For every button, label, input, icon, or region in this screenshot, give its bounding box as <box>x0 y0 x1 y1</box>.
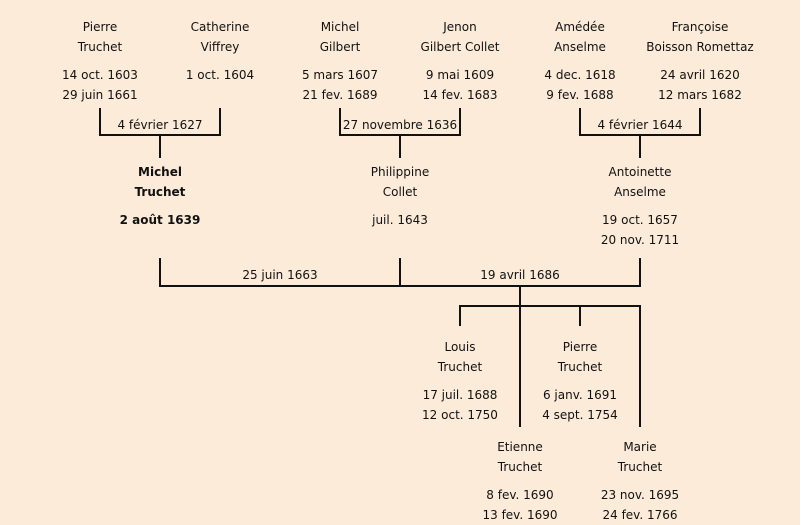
marriage-date: 4 février 1644 <box>597 118 683 132</box>
death-date: 14 fev. 1683 <box>422 88 498 102</box>
first-name: Catherine <box>190 20 250 34</box>
person-marie-truchet: Marie Truchet 23 nov. 1695 24 fev. 1766 <box>565 437 715 525</box>
death-date: 4 sept. 1754 <box>542 408 618 422</box>
last-name: Boisson Romettaz <box>646 40 754 54</box>
connector-line <box>159 134 161 158</box>
first-name: Amédée <box>555 20 605 34</box>
connector-line <box>519 285 521 427</box>
connector-line <box>639 134 641 158</box>
connector-line <box>459 108 461 136</box>
death-date: 21 fev. 1689 <box>302 88 378 102</box>
person-philippine-collet: Philippine Collet juil. 1643 <box>325 162 475 230</box>
last-name: Collet <box>382 185 418 199</box>
birth-date: 23 nov. 1695 <box>600 488 680 502</box>
birth-date: 6 janv. 1691 <box>542 388 618 402</box>
connector-line <box>579 305 581 326</box>
connector-line <box>159 258 161 287</box>
death-date: 13 fev. 1690 <box>482 508 558 522</box>
death-date: 20 nov. 1711 <box>600 233 680 247</box>
last-name: Gilbert Collet <box>420 40 500 54</box>
death-date: 24 fev. 1766 <box>602 508 678 522</box>
first-name: Michel <box>320 20 360 34</box>
first-name: Pierre <box>82 20 118 34</box>
connector-line <box>639 258 641 287</box>
last-name: Anselme <box>554 40 606 54</box>
birth-date: 17 juil. 1688 <box>422 388 498 402</box>
connector-line <box>639 305 641 427</box>
person-louis-truchet: Louis Truchet 17 juil. 1688 12 oct. 1750 <box>385 337 535 425</box>
person-etienne-truchet: Etienne Truchet 8 fev. 1690 13 fev. 1690 <box>445 437 595 525</box>
first-name: Jenon <box>443 20 477 34</box>
last-name: Truchet <box>557 360 603 374</box>
birth-date: 1 oct. 1604 <box>185 68 255 82</box>
death-date: 12 oct. 1750 <box>422 408 498 422</box>
person-pierre-truchet-child: Pierre Truchet 6 janv. 1691 4 sept. 1754 <box>505 337 655 425</box>
birth-date: 8 fev. 1690 <box>486 488 554 502</box>
last-name: Truchet <box>437 360 483 374</box>
marriage-date: 19 avril 1686 <box>480 268 560 282</box>
connector-line <box>399 258 401 287</box>
person-francoise-boisson-romettaz: Françoise Boisson Romettaz 24 avril 1620… <box>625 17 775 105</box>
last-name: Anselme <box>614 185 666 199</box>
last-name: Viffrey <box>200 40 240 54</box>
first-name: Michel <box>138 165 182 179</box>
connector-line <box>159 285 641 287</box>
connector-line <box>459 305 461 326</box>
birth-date: 14 oct. 1603 <box>62 68 138 82</box>
birth-date: juil. 1643 <box>372 213 428 227</box>
last-name: Truchet <box>134 185 186 199</box>
person-jenon-gilbert-collet: Jenon Gilbert Collet 9 mai 1609 14 fev. … <box>385 17 535 105</box>
connector-line <box>579 108 581 136</box>
connector-line <box>99 108 101 136</box>
marriage-date: 27 novembre 1636 <box>342 118 458 132</box>
marriage-date: 4 février 1627 <box>117 118 203 132</box>
connector-line <box>219 108 221 136</box>
birth-date: 4 dec. 1618 <box>544 68 616 82</box>
connector-line <box>459 305 641 307</box>
last-name: Gilbert <box>319 40 361 54</box>
first-name: Louis <box>444 340 476 354</box>
death-date: 12 mars 1682 <box>658 88 742 102</box>
first-name: Antoinette <box>608 165 672 179</box>
person-antoinette-anselme: Antoinette Anselme 19 oct. 1657 20 nov. … <box>565 162 715 250</box>
connector-line <box>399 134 401 158</box>
first-name: Marie <box>623 440 657 454</box>
birth-date: 24 avril 1620 <box>660 68 740 82</box>
person-michel-truchet: Michel Truchet 2 août 1639 <box>85 162 235 230</box>
birth-date: 19 oct. 1657 <box>602 213 678 227</box>
last-name: Truchet <box>617 460 663 474</box>
birth-date: 5 mars 1607 <box>301 68 379 82</box>
person-pierre-truchet: Pierre Truchet 14 oct. 1603 29 juin 1661 <box>25 17 175 105</box>
birth-date: 2 août 1639 <box>119 213 201 227</box>
death-date: 9 fev. 1688 <box>546 88 614 102</box>
connector-line <box>699 108 701 136</box>
connector-line <box>339 108 341 136</box>
person-catherine-viffrey: Catherine Viffrey 1 oct. 1604 <box>145 17 295 85</box>
marriage-date: 25 juin 1663 <box>242 268 318 282</box>
last-name: Truchet <box>497 460 543 474</box>
first-name: Pierre <box>562 340 598 354</box>
birth-date: 9 mai 1609 <box>425 68 495 82</box>
person-michel-gilbert: Michel Gilbert 5 mars 1607 21 fev. 1689 <box>265 17 415 105</box>
person-amedee-anselme: Amédée Anselme 4 dec. 1618 9 fev. 1688 <box>505 17 655 105</box>
death-date: 29 juin 1661 <box>62 88 138 102</box>
first-name: Philippine <box>370 165 430 179</box>
last-name: Truchet <box>77 40 123 54</box>
first-name: Françoise <box>671 20 729 34</box>
first-name: Etienne <box>497 440 543 454</box>
